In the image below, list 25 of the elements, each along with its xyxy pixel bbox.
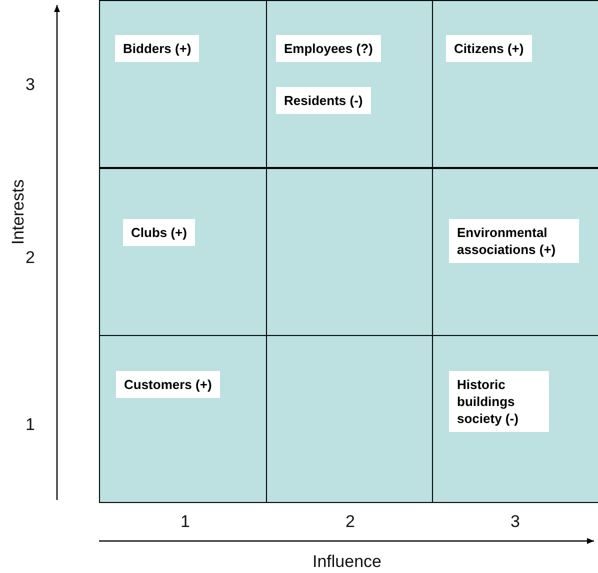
stakeholder-label: Historic buildings society (-) [449,371,549,432]
grid-cell [432,168,598,336]
grid-cell [432,0,598,168]
axis-tick-label: 1 [180,512,190,532]
stakeholder-label: Clubs (+) [123,219,195,246]
axis-tick-label: 3 [26,75,35,95]
grid-cell [99,0,267,168]
stakeholder-label: Customers (+) [116,371,220,398]
stakeholder-label: Employees (?) [276,35,381,62]
stakeholder-label: Citizens (+) [446,35,532,62]
grid-cell [432,335,598,503]
stakeholder-label: Residents (-) [276,87,371,114]
grid-cell [99,335,267,503]
axis-tick-label: 2 [346,512,355,532]
grid-cell [266,335,434,503]
axis-title: Influence [312,552,382,572]
axis-title: Interests [8,179,28,245]
axis-tick-label: 1 [26,415,35,435]
grid-cell [266,168,434,336]
stakeholder-label: Environmental associations (+) [449,219,579,263]
grid-cell [99,168,267,336]
grid-cell [266,0,434,168]
axis-tick-label: 3 [510,512,520,532]
stakeholder-label: Bidders (+) [115,35,200,62]
axis-tick-label: 2 [26,248,35,268]
